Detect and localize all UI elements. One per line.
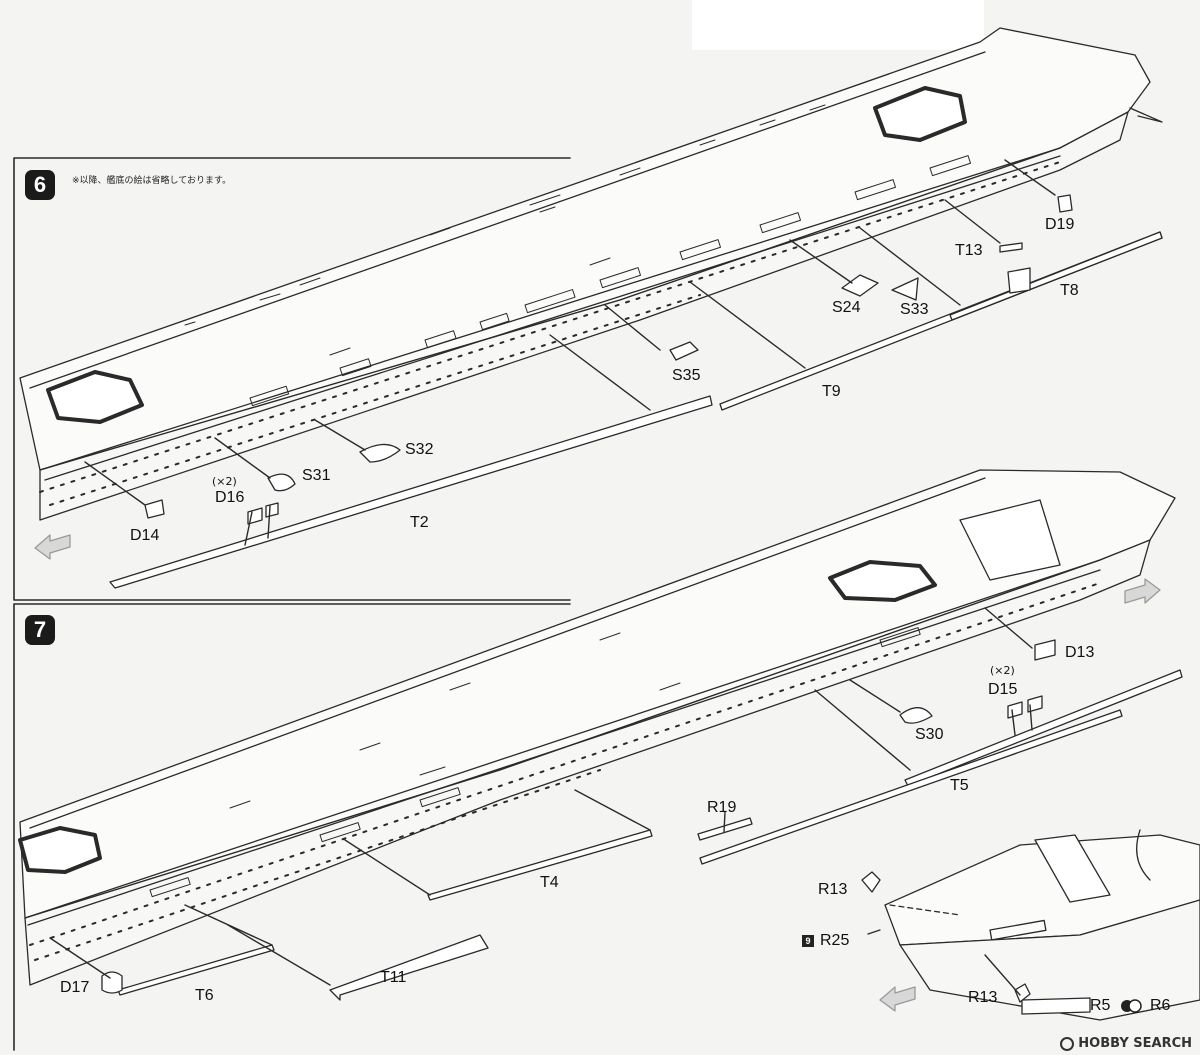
label-d15: D15 [988, 681, 1018, 698]
blank-area [692, 0, 984, 50]
part-s32-shape [359, 443, 401, 463]
label-d14: D14 [130, 527, 160, 544]
part-s24-shape [841, 274, 879, 297]
label-d17: D17 [60, 979, 90, 996]
step-6-badge: 6 [25, 170, 55, 200]
part-t13-shape [999, 242, 1023, 253]
label-d19: D19 [1045, 216, 1075, 233]
part-t2-shape [109, 395, 713, 589]
label-t4: T4 [540, 874, 559, 891]
label-t6: T6 [195, 987, 214, 1004]
label-r19: R19 [707, 799, 737, 816]
part-t5-shape [904, 669, 1183, 787]
hull-step6 [19, 27, 1163, 521]
part-r13-bottom-shape [1014, 983, 1031, 1003]
label-r25-ref: 9 [802, 935, 814, 947]
label-t13: T13 [955, 242, 983, 259]
part-d15-shape [1007, 695, 1043, 719]
leader-lines [49, 159, 1056, 996]
part-s35-shape [669, 341, 699, 361]
step-frames [13, 157, 571, 1051]
part-d19-shape [1057, 194, 1073, 213]
label-r5: R5 [1090, 997, 1111, 1014]
label-t9: T9 [822, 383, 841, 400]
label-t5: T5 [950, 777, 969, 794]
part-r19-strip-shape [699, 709, 1123, 865]
part-d14-shape [144, 499, 165, 519]
label-t2: T2 [410, 514, 429, 531]
part-r13-top-shape [861, 871, 881, 893]
label-s33: S33 [900, 301, 929, 318]
label-r13-top: R13 [818, 881, 848, 898]
part-s33-shape [891, 277, 919, 301]
part-t6-shape [117, 944, 275, 996]
part-d16-shape [247, 502, 279, 525]
part-r25-shape [867, 929, 881, 935]
part-t4-shape [427, 829, 653, 901]
label-d15-qty: (×2) [990, 664, 1015, 677]
label-s32: S32 [405, 441, 434, 458]
part-t8-shape [949, 231, 1163, 321]
label-r25: R25 [820, 932, 850, 949]
label-d16: D16 [215, 489, 245, 506]
pair-connector-icon [1121, 999, 1142, 1013]
watermark: HOBBY SEARCH [1060, 1036, 1192, 1051]
part-shapes [101, 194, 1183, 1015]
label-s35: S35 [672, 367, 701, 384]
stern-detail [884, 829, 1200, 1021]
label-s30: S30 [915, 726, 944, 743]
part-r19-shape [697, 817, 753, 841]
label-t11: T11 [380, 969, 407, 986]
direction-arrows [34, 534, 1161, 1012]
watermark-text: HOBBY SEARCH [1078, 1036, 1192, 1051]
part-s31-shape [267, 473, 296, 492]
label-d13: D13 [1065, 644, 1095, 661]
label-s24: S24 [832, 299, 861, 316]
step-6-note: ※以降、艦底の絵は省略しております。 [72, 176, 232, 186]
part-t8-tab [1007, 267, 1031, 294]
hobby-search-logo-icon [1060, 1036, 1075, 1051]
label-r6: R6 [1150, 997, 1171, 1014]
part-s30-shape [899, 707, 933, 724]
label-t8: T8 [1060, 282, 1079, 299]
part-d13-shape [1034, 639, 1056, 661]
label-d16-qty: (×2) [212, 475, 237, 488]
step-7-badge: 7 [25, 615, 55, 645]
part-t11-shape [329, 934, 489, 1001]
part-r5-shape [1021, 997, 1091, 1015]
hull-step7 [18, 469, 1176, 986]
label-r13-bottom: R13 [968, 989, 998, 1006]
label-s31: S31 [302, 467, 331, 484]
part-d17-shape [101, 971, 123, 994]
